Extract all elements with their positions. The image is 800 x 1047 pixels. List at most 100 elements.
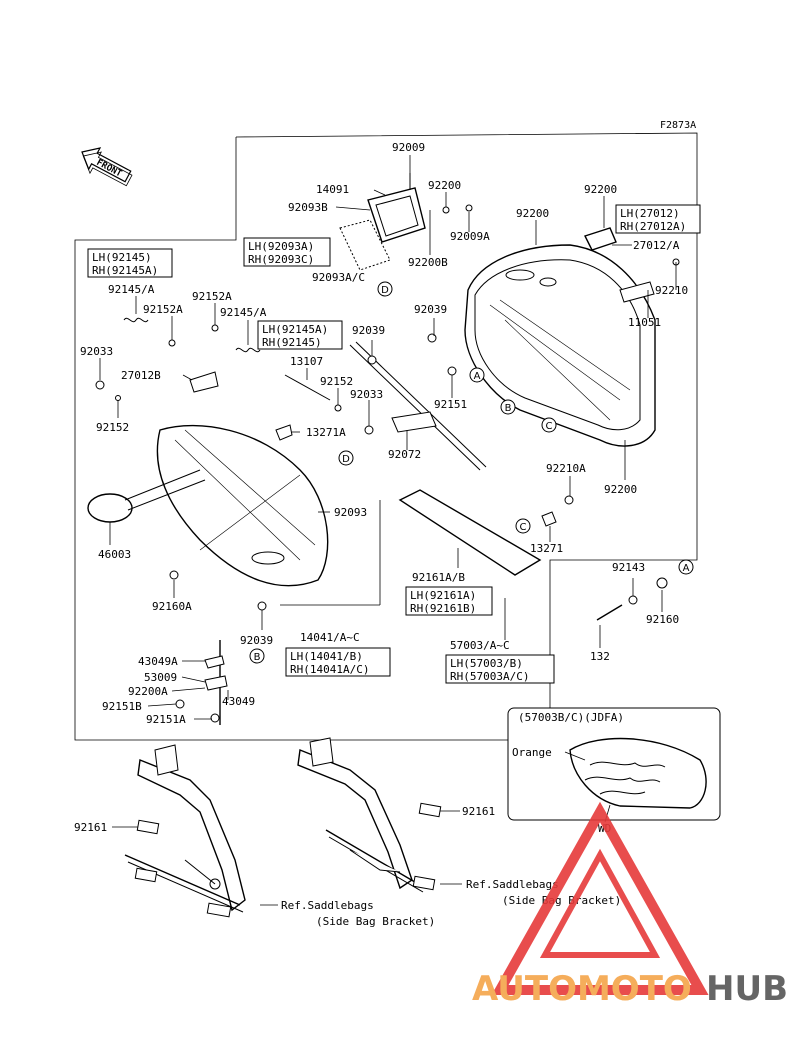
leader-lines [99, 155, 677, 906]
label-92039-a: 92039 [414, 303, 447, 316]
svg-text:C: C [546, 421, 553, 432]
bracket-53009-part [204, 675, 228, 691]
bracket-14091-part [339, 187, 426, 271]
label-92039-b: 92039 [352, 324, 385, 337]
svg-text:RH(92161B): RH(92161B) [410, 602, 476, 615]
ref-marker-D2: D [338, 450, 354, 466]
label-92093: 92093 [334, 506, 367, 519]
label-92200-b: 92200 [584, 183, 617, 196]
saddlebag-case [464, 244, 656, 447]
lid-cover-part [156, 424, 329, 587]
ref-marker-B1: B [500, 399, 516, 415]
label-92161-right: 92161 [462, 805, 495, 818]
nut-92210A-icon [564, 495, 574, 505]
side-bag-bracket-left [124, 744, 246, 918]
automotohub-logo: AUTOMOTO HUB [472, 801, 788, 1009]
jdfa-title: (57003B/C)(JDFA) [518, 711, 624, 724]
label-92161-left: 92161 [74, 821, 107, 834]
label-92151: 92151 [434, 398, 467, 411]
label-43049: 43049 [222, 695, 255, 708]
label-92151B: 92151B [102, 700, 142, 713]
svg-text:LH(14041/B): LH(14041/B) [290, 650, 363, 663]
ref-saddlebags-left: Ref.Saddlebags [281, 899, 374, 912]
label-92033-b: 92033 [350, 388, 383, 401]
lhrh-box-92145: LH(92145) RH(92145A) [87, 248, 173, 278]
svg-text:RH(92145A): RH(92145A) [92, 264, 158, 277]
watermark-automoto: AUTOMOTO [472, 969, 692, 1009]
label-92039-c: 92039 [240, 634, 273, 647]
svg-text:LH(92145A): LH(92145A) [262, 323, 328, 336]
bolt-92151B-icon [175, 699, 185, 709]
lhrh-box-14041: LH(14041/B) RH(14041A/C) [285, 647, 391, 677]
label-92200-d: 92200 [604, 483, 637, 496]
label-13107: 13107 [290, 355, 323, 368]
svg-text:D: D [381, 285, 389, 296]
pin-92152-icon [115, 395, 121, 401]
rod-13107-part [284, 374, 331, 401]
lhrh-box-92145b: LH(92145A) RH(92145) [257, 320, 343, 350]
label-92152A-b: 92152A [143, 303, 183, 316]
ref-marker-D1: D [377, 281, 393, 297]
stay-rod-part [349, 344, 481, 471]
label-14041: 14041/A~C [300, 631, 360, 644]
label-13271: 13271 [530, 542, 563, 555]
svg-text:LH(92093A): LH(92093A) [248, 240, 314, 253]
label-92152-b: 92152 [320, 375, 353, 388]
label-92072: 92072 [388, 448, 421, 461]
label-92033-a: 92033 [80, 345, 113, 358]
bracket-27012B-part [189, 371, 219, 393]
label-92145A-a: 92145/A [108, 283, 155, 296]
lhrh-box-92161: LH(92161A) RH(92161B) [405, 586, 493, 616]
svg-text:RH(27012A): RH(27012A) [620, 220, 686, 233]
bolt-92160A-icon [169, 570, 179, 580]
washer-92143-icon [628, 595, 638, 605]
label-13271A: 13271A [306, 426, 346, 439]
svg-text:RH(57003A/C): RH(57003A/C) [450, 670, 529, 683]
lhrh-box-92093: LH(92093A) RH(92093C) [243, 237, 331, 267]
liner-92161-part [398, 489, 542, 576]
ref-marker-C2: C [515, 518, 531, 534]
label-43049A: 43049A [138, 655, 178, 668]
lhrh-box-57003: LH(57003/B) RH(57003A/C) [445, 654, 555, 684]
label-92200-c: 92200 [516, 207, 549, 220]
label-53009: 53009 [144, 671, 177, 684]
label-11051: 11051 [628, 316, 661, 329]
grommet-92160-icon [656, 577, 668, 589]
side-bag-bracket-left-label: (Side Bag Bracket) [316, 915, 435, 928]
cap-92039-c-icon [257, 601, 267, 611]
stay-92072-part [391, 411, 437, 433]
label-14091: 14091 [316, 183, 349, 196]
clip-13271-part [541, 511, 557, 527]
label-92152A-a: 92152A [192, 290, 232, 303]
label-27012A: 27012/A [633, 239, 680, 252]
jdfa-inset [507, 707, 721, 823]
pin-92152A-b-icon [211, 324, 219, 332]
label-57003: 57003/A~C [450, 639, 510, 652]
bolt-92033-b-icon [364, 425, 374, 435]
side-bag-bracket-right [297, 737, 442, 893]
ref-marker-C1: C [541, 417, 557, 433]
label-132: 132 [590, 650, 610, 663]
svg-text:LH(92161A): LH(92161A) [410, 589, 476, 602]
svg-text:C: C [520, 522, 527, 533]
lhrh-box-27012: LH(27012) RH(27012A) [615, 204, 701, 234]
ref-marker-A2: A [678, 559, 694, 575]
hinge-11051-part [619, 281, 655, 303]
spring-92145-icon [123, 317, 149, 323]
latch-27012-part [584, 227, 617, 251]
side-bag-bracket-right-label: (Side Bag Bracket) [502, 894, 621, 907]
label-92200B: 92200B [408, 256, 448, 269]
pin-92152A-icon [168, 339, 176, 347]
bolt-92151A-icon [210, 713, 220, 723]
ref-marker-A1: A [469, 367, 485, 383]
screw-92009A-icon [465, 204, 473, 212]
svg-text:RH(14041A/C): RH(14041A/C) [290, 663, 369, 676]
label-92093AC: 92093A/C [312, 271, 365, 284]
svg-text:RH(92093C): RH(92093C) [248, 253, 314, 266]
bolt-92033-icon [95, 380, 105, 390]
cap-92039-b-icon [427, 333, 437, 343]
label-27012B: 27012B [121, 369, 161, 382]
svg-text:A: A [683, 563, 690, 574]
front-arrow-icon: FRONT [81, 147, 133, 187]
